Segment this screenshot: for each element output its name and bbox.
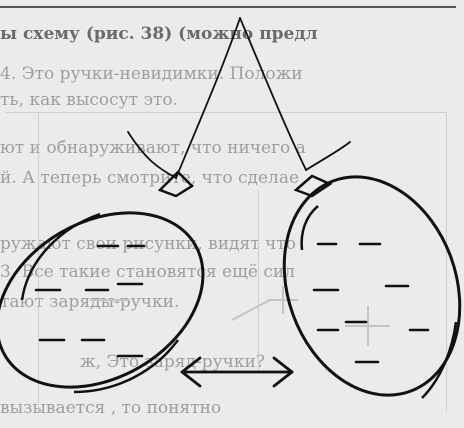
right-string xyxy=(240,18,306,170)
bleed-plus-1 xyxy=(268,286,298,314)
bleed-dash-2 xyxy=(232,300,270,320)
left-balloon-highlight xyxy=(22,214,100,300)
right-balloon xyxy=(255,152,464,420)
double-headed-arrow-icon xyxy=(182,358,292,386)
bleed-plus-signs xyxy=(90,286,390,346)
right-string-tail xyxy=(306,142,350,170)
right-balloon-highlight-lower xyxy=(422,322,456,398)
right-balloon-highlight xyxy=(302,206,318,250)
left-string-tail xyxy=(128,132,176,178)
bleed-plus-2 xyxy=(345,306,390,346)
right-balloon-charges xyxy=(314,244,428,362)
left-string xyxy=(176,18,240,178)
left-balloon-knot xyxy=(160,172,192,196)
right-balloon-outline xyxy=(255,152,464,420)
balloon-strings xyxy=(128,18,350,178)
